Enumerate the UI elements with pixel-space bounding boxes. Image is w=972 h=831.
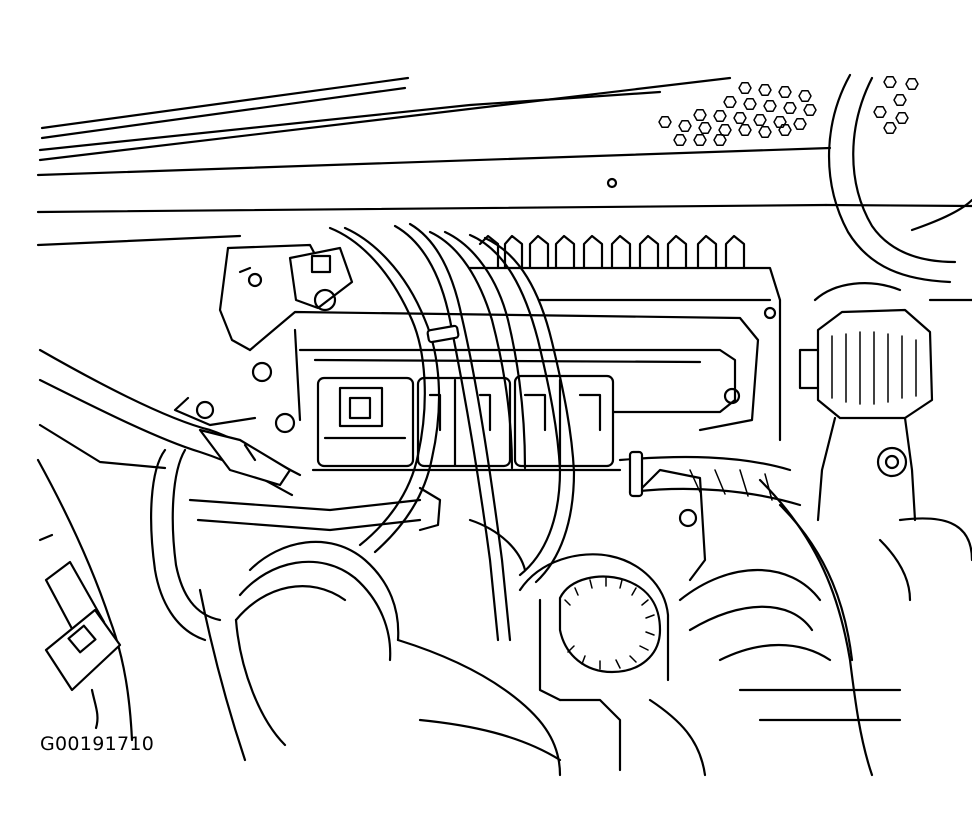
engine-control-module (248, 234, 782, 472)
vent-hex-cell (693, 134, 707, 146)
vent-hex-cell (883, 122, 897, 134)
vent-hex-cell (905, 78, 919, 90)
right-harness (618, 450, 902, 777)
vent-hex-cell (803, 104, 817, 116)
vent-hex-cell (678, 120, 692, 132)
vent-hex-cell (773, 116, 787, 128)
vent-hex-cell (778, 86, 792, 98)
left-harness (38, 348, 422, 642)
vent-hex-cell (783, 102, 797, 114)
vent-hex-cell (798, 90, 812, 102)
vent-hex-cell (698, 122, 712, 134)
ecm-mounting-bracket (173, 243, 354, 427)
vent-hex-cell (713, 110, 727, 122)
oil-filler-cap (518, 468, 707, 702)
vent-hex-cell (693, 109, 707, 121)
vent-hex-cell (733, 112, 747, 124)
vent-hex-cell (758, 126, 772, 138)
lower-hoses (418, 486, 707, 777)
vent-hex-cell (895, 112, 909, 124)
vent-hex-cell (718, 124, 732, 136)
vent-hex-cell (673, 134, 687, 146)
vent-hex-cell (738, 82, 752, 94)
vent-hex-cell (793, 118, 807, 130)
upper-right-hose-loop (828, 73, 972, 284)
figure-code: G00191710 (40, 733, 155, 755)
fluid-reservoir (798, 282, 972, 602)
cowl-screw-hole (606, 177, 618, 189)
vent-hex-cell (883, 76, 897, 88)
vent-hex-cell (758, 84, 772, 96)
vent-hex-cell (753, 114, 767, 126)
vent-hex-cell (713, 134, 727, 146)
vent-hex-cell (873, 106, 887, 118)
wire-harness (328, 222, 576, 642)
cowl-panel (36, 76, 972, 247)
air-intake-duct (198, 540, 562, 777)
vent-hex-cell (893, 94, 907, 106)
lower-left-connector (36, 458, 134, 742)
vent-hex-cell (763, 100, 777, 112)
vent-hex-cell (778, 124, 792, 136)
vent-hex-cell (658, 116, 672, 128)
vent-hex-cell (738, 124, 752, 136)
vent-hex-cell (723, 96, 737, 108)
cowl-vent-grille (658, 76, 919, 146)
vent-hex-cell (743, 98, 757, 110)
